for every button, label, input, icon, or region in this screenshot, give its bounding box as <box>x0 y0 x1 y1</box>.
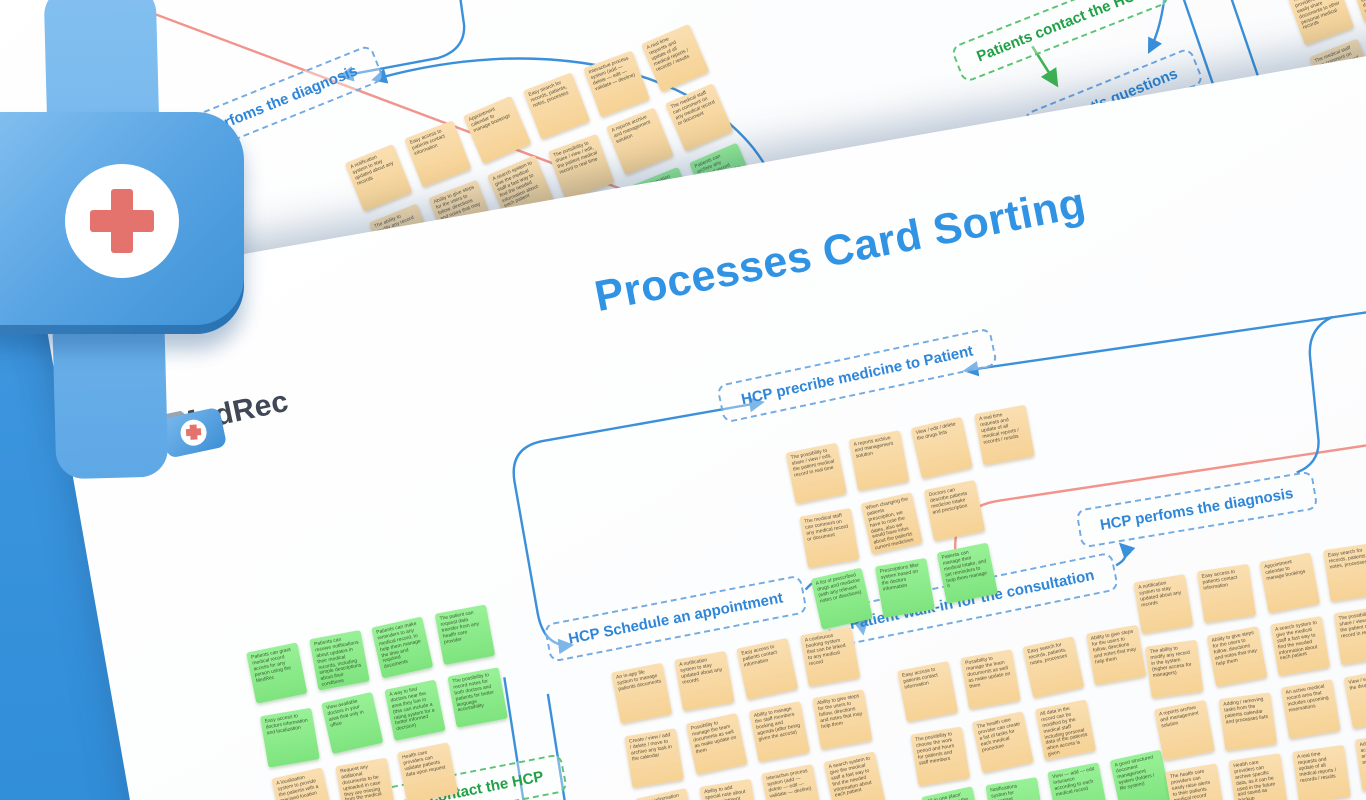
page-title: Processes Card Sorting <box>590 178 1090 322</box>
sticky-note: The health care providers can easily sha… <box>1287 0 1355 46</box>
sticky-note: An in-app file system to manage patients… <box>611 662 673 724</box>
sticky-note: A real time requests and update of all m… <box>641 23 710 93</box>
blue-arrow-walkin-to-diagnosis <box>1115 542 1136 567</box>
sticky-note: A notification system to stay updated ab… <box>344 144 413 212</box>
diagnosis-grid: A notification system to stay updated ab… <box>1133 542 1366 800</box>
sticky-note: Adding / removing tasks from the patient… <box>1218 692 1278 751</box>
sticky-note: The possibility to share / view / edit, … <box>1333 605 1366 665</box>
sticky-note: Possibility to manage the team documents… <box>960 649 1021 710</box>
brand-logo: MedRec <box>157 384 292 457</box>
sticky-note: Easy search for records, patients, notes… <box>522 72 591 140</box>
sticky-note: View / edit / delete the drugs lists <box>910 416 973 479</box>
sticky-note: The possibility to record notes for both… <box>447 667 508 728</box>
sticky-note: A search system to give the medical staf… <box>823 751 886 800</box>
patients-grid: Patients can grant medical record access… <box>246 604 521 800</box>
sticky-note: The ability to modify any record in the … <box>1144 639 1204 699</box>
sticky-note: Billing information and statistics, proc… <box>635 787 697 800</box>
sticky-note: The health care provider can create a li… <box>971 711 1034 774</box>
brand-name: MedRec <box>170 384 292 442</box>
sticky-note: Ability to give steps for the users to f… <box>1086 624 1147 685</box>
sticky-note: A reports archive and management solutio… <box>605 107 674 176</box>
sticky-note: Easy access to patients contact informat… <box>736 637 799 700</box>
sticky-note: View — add — edit insurance according to… <box>1047 762 1109 800</box>
sticky-note: View available doctors in your area that… <box>321 691 384 755</box>
sticky-note: Notifications system for important appoi… <box>985 777 1046 800</box>
sticky-note: Advanced search: access all patients, an… <box>1354 732 1366 792</box>
sticky-note: A real time requests and update of all m… <box>974 404 1035 466</box>
sticky-note: A localization system to provide the pat… <box>271 767 334 800</box>
sticky-note: All data in the record can be modified b… <box>1035 699 1096 761</box>
medical-cross-icon <box>90 210 154 232</box>
sticky-note: Request any additional documents to be u… <box>335 757 396 800</box>
sticky-note: Possibility to manage the team documents… <box>685 712 748 775</box>
sticky-note: Create / view / add / delete / move to a… <box>624 728 684 788</box>
sticky-note: Appointment calendar to manage bookings <box>463 95 532 165</box>
sticky-note: The health care providers can easily rai… <box>1165 763 1225 800</box>
sticky-note: The patient can request data transfer fr… <box>434 604 496 666</box>
sticky-note: Patients can manage their medical intake… <box>936 542 998 604</box>
sticky-note: Patients can make reminders to any medic… <box>371 616 434 679</box>
sticky-note: When changing the patients prescription,… <box>860 492 923 555</box>
sticky-note: Easy access to patients contact informat… <box>404 120 472 188</box>
sticky-note: Doctors can describe patients medicine i… <box>923 479 986 542</box>
sticky-note: Ability to manage the staff members book… <box>748 701 810 763</box>
sticky-note: Ability to give steps for the users to f… <box>812 689 873 750</box>
sticky-note: A continuous booking system that can be … <box>799 626 861 687</box>
sticky-note: Ability to add special note about an app… <box>699 778 759 800</box>
sticky-note: Health care providers can validate patie… <box>397 742 459 800</box>
sticky-note: Easy access to doctors information and l… <box>259 707 320 768</box>
schedule-grid: An in-app file system to manage patients… <box>611 626 897 800</box>
sticky-note: Easy access to patients contact informat… <box>897 661 959 722</box>
sticky-note: The possibility to share / view / edit, … <box>785 442 847 504</box>
tag-prescribe: HCP precribe medicine to Patient <box>716 327 999 424</box>
sticky-note: Prescriptions filter system based on the… <box>874 557 935 618</box>
sticky-note: Patients can receive notifications about… <box>309 629 370 691</box>
sticky-note: Easy search for records, patients, notes… <box>1323 542 1366 602</box>
sticky-note: 'All in one place' record to lower the t… <box>921 786 983 800</box>
sticky-note: A real time requests and update of all m… <box>1292 744 1351 800</box>
sticky-note: A way to find doctors near the area they… <box>384 679 446 741</box>
sticky-note: An active medical record area that inclu… <box>1280 679 1341 739</box>
sticky-note: Interactive process system (add — delete… <box>583 50 650 118</box>
sticky-note: Easy access to patients contact informat… <box>1196 563 1257 623</box>
sticky-note: The medical staff can comment on any med… <box>799 507 860 568</box>
sticky-note: A reports archive and management solutio… <box>848 430 910 491</box>
sticky-note: A list of prescribed drugs and medicine … <box>810 567 873 630</box>
sticky-note: Appointment calendar to manage bookings <box>1259 552 1320 614</box>
app-badge <box>0 112 244 334</box>
sticky-note: Easy search for records, patients, notes… <box>1022 636 1085 698</box>
sticky-note: A notification system to stay updated ab… <box>1133 573 1194 634</box>
sticky-note: Patients can grant medical record access… <box>246 642 308 704</box>
sticky-note: A reports archive and management solutio… <box>1154 699 1215 761</box>
sticky-note: View / edit / delete the drugs lists <box>1343 668 1366 729</box>
sticky-note: The medical staff can comment on any med… <box>665 83 734 152</box>
sticky-note: The possibility to choose the work perio… <box>910 726 971 787</box>
walkin-grid: Easy access to patients contact informat… <box>897 624 1183 800</box>
blue-arrow-to-prescribe <box>962 265 1366 377</box>
sticky-note: Interactive process system (add — delete… <box>761 763 823 800</box>
badge-circle <box>65 164 179 278</box>
sticky-note: Ability to give steps for the users to f… <box>1206 626 1268 687</box>
sticky-note: A search system to give the medical staf… <box>1270 615 1331 676</box>
sticky-note: Health care providers can archive specif… <box>1228 753 1288 800</box>
sticky-note: A notification system to stay updated ab… <box>674 650 735 712</box>
blue-loop-diagnosis-up <box>1296 315 1333 474</box>
tag-diagnosis: HCP perfoms the diagnosis <box>1075 470 1319 549</box>
